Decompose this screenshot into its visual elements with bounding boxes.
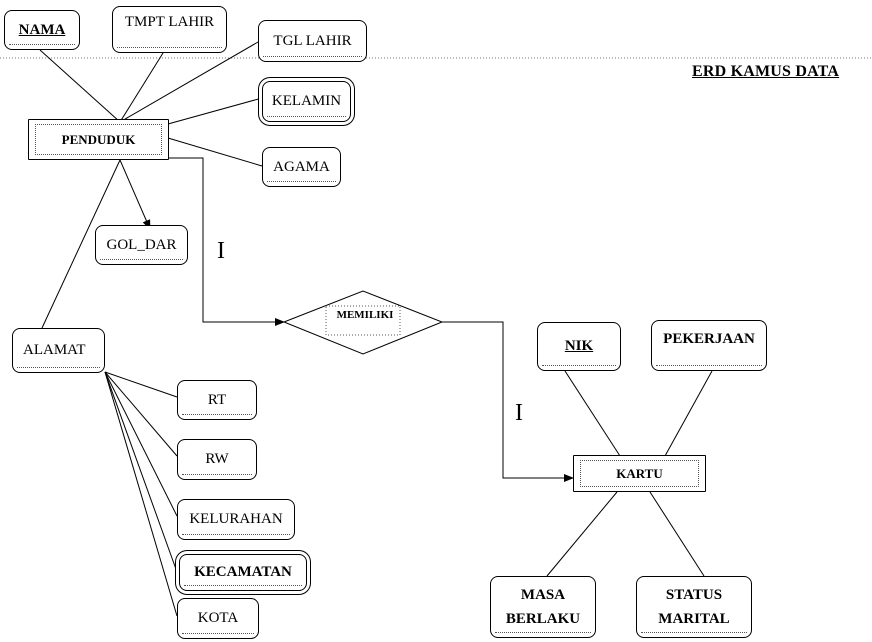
memiliki-diamond [282,290,444,355]
attribute-kelamin: KELAMIN [262,81,351,122]
connector-status-marital [649,491,705,577]
connector-rw [104,371,178,457]
entity-penduduk: PENDUDUK [28,119,169,160]
attribute-rt-label: RT [207,391,227,408]
attribute-status-marital-label: STATUS MARITAL [658,587,730,627]
connector-agama [167,137,263,167]
connector-pekerjaan [664,370,713,457]
attribute-kelamin-label: KELAMIN [271,93,342,109]
attribute-alamat-label: ALAMAT [23,342,86,358]
cardinality-kartu: I [515,400,523,426]
attribute-tmpt-lahir-label: TMPT LAHIR [124,14,215,30]
attribute-pekerjaan: PEKERJAAN [651,320,767,371]
diagram-title: ERD KAMUS DATA [692,63,840,80]
attribute-nama: NAMA [4,10,80,50]
connector-rt [104,371,178,398]
entity-kartu-label: KARTU [616,466,663,481]
attribute-masa-berlaku: MASA BERLAKU [490,576,596,638]
attribute-kelurahan-label: KELURAHAN [189,511,283,527]
connector-masa-berlaku [546,491,618,577]
connector-penduduk-memiliki [168,157,285,326]
connector-kecamatan [104,371,178,573]
attribute-alamat: ALAMAT [12,328,105,373]
attribute-tmpt-lahir: TMPT LAHIR [112,6,227,53]
attribute-kecamatan-label: KECAMATAN [194,564,292,580]
attribute-tgl-lahir-label: TGL LAHIR [273,32,352,49]
connector-nama [39,49,121,123]
attribute-kota-label: KOTA [197,610,239,626]
attribute-rw-label: RW [205,451,229,467]
attribute-gol-dar: GOL_DAR [95,225,188,265]
attribute-nama-label: NAMA [18,21,66,38]
attribute-masa-berlaku-label: MASA BERLAKU [505,587,581,627]
attribute-tgl-lahir: TGL LAHIR [258,20,367,62]
attribute-kelurahan: KELURAHAN [177,499,295,540]
connector-memiliki-kartu [442,321,574,482]
attribute-kota: KOTA [177,598,259,639]
connector-kelurahan [104,371,178,517]
connector-tgl-lahir [119,41,259,123]
attribute-nik-label: NIK [564,338,594,354]
connector-alamat [41,159,121,329]
connector-tmpt-lahir [119,52,164,123]
connector-nik [564,370,621,457]
connector-kelamin [167,97,263,125]
attribute-agama-label: AGAMA [273,158,330,175]
entity-penduduk-label: PENDUDUK [61,132,136,147]
connector-kota [104,371,178,617]
attribute-pekerjaan-label: PEKERJAAN [663,331,755,347]
attribute-status-marital: STATUS MARITAL [636,576,752,638]
relationship-label: MEMILIKI [336,309,394,321]
attribute-rt: RT [177,380,257,420]
entity-kartu: KARTU [573,455,706,492]
attribute-rw: RW [177,439,257,480]
attribute-gol-dar-label: GOL_DAR [106,236,177,253]
connector-gol-dar [119,159,151,230]
attribute-nik: NIK [537,322,621,371]
cardinality-penduduk: I [217,238,225,264]
attribute-kecamatan: KECAMATAN [179,554,307,591]
attribute-agama: AGAMA [262,147,341,187]
